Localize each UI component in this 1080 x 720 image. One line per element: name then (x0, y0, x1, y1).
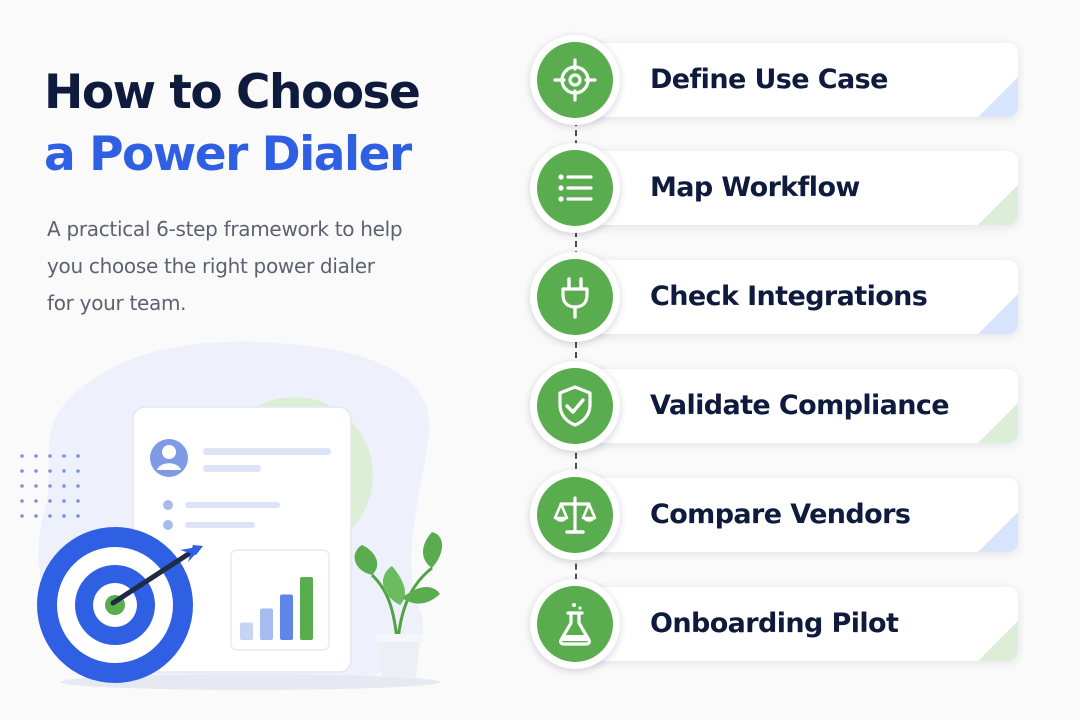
title-line-2: a Power Dialer (44, 127, 412, 182)
timeline-connector (575, 110, 577, 610)
plant-icon (354, 532, 443, 677)
mini-bar-chart (240, 577, 313, 640)
page-title: How to Choose a Power Dialer (44, 62, 421, 186)
page-subtitle: A practical 6-step framework to help you… (47, 217, 403, 315)
mini-chart-bar (280, 594, 293, 640)
card-corner-decoration (978, 621, 1018, 661)
shield-check-icon (558, 385, 592, 427)
step-card-compare-vendors: Compare Vendors (560, 478, 1018, 552)
dot-grid-decoration (20, 454, 80, 518)
step-badge-5 (530, 470, 620, 560)
flask-icon (559, 603, 591, 646)
list-icon (558, 174, 593, 202)
step-label: Compare Vendors (650, 499, 911, 530)
arrow-icon (110, 545, 203, 606)
step-badge-2 (530, 143, 620, 233)
step-card-check-integrations: Check Integrations (560, 260, 1018, 334)
mini-chart-bar (300, 577, 313, 640)
scales-icon (553, 496, 597, 534)
step-card-map-workflow: Map Workflow (560, 151, 1018, 225)
card-corner-decoration (978, 512, 1018, 552)
step-card-define-use-case: Define Use Case (560, 43, 1018, 117)
step-badge-4 (530, 361, 620, 451)
step-card-onboarding-pilot: Onboarding Pilot (560, 587, 1018, 661)
mini-chart-bar (240, 622, 253, 640)
card-corner-decoration (978, 77, 1018, 117)
step-card-validate-compliance: Validate Compliance (560, 369, 1018, 443)
card-corner-decoration (978, 294, 1018, 334)
step-badge-1 (530, 35, 620, 125)
step-label: Validate Compliance (650, 390, 950, 421)
step-label: Define Use Case (650, 64, 888, 95)
step-badge-6 (530, 579, 620, 669)
title-line-1: How to Choose (44, 65, 421, 120)
dialer-illustration (20, 341, 443, 690)
step-badge-3 (530, 252, 620, 342)
mini-chart-bar (260, 608, 273, 640)
card-corner-decoration (978, 185, 1018, 225)
step-label: Onboarding Pilot (650, 608, 899, 639)
plug-icon (561, 277, 589, 319)
ground-shadow (60, 674, 440, 690)
step-label: Check Integrations (650, 281, 928, 312)
target-icon (553, 58, 597, 102)
step-label: Map Workflow (650, 172, 860, 203)
target-icon (37, 527, 193, 683)
card-corner-decoration (978, 403, 1018, 443)
